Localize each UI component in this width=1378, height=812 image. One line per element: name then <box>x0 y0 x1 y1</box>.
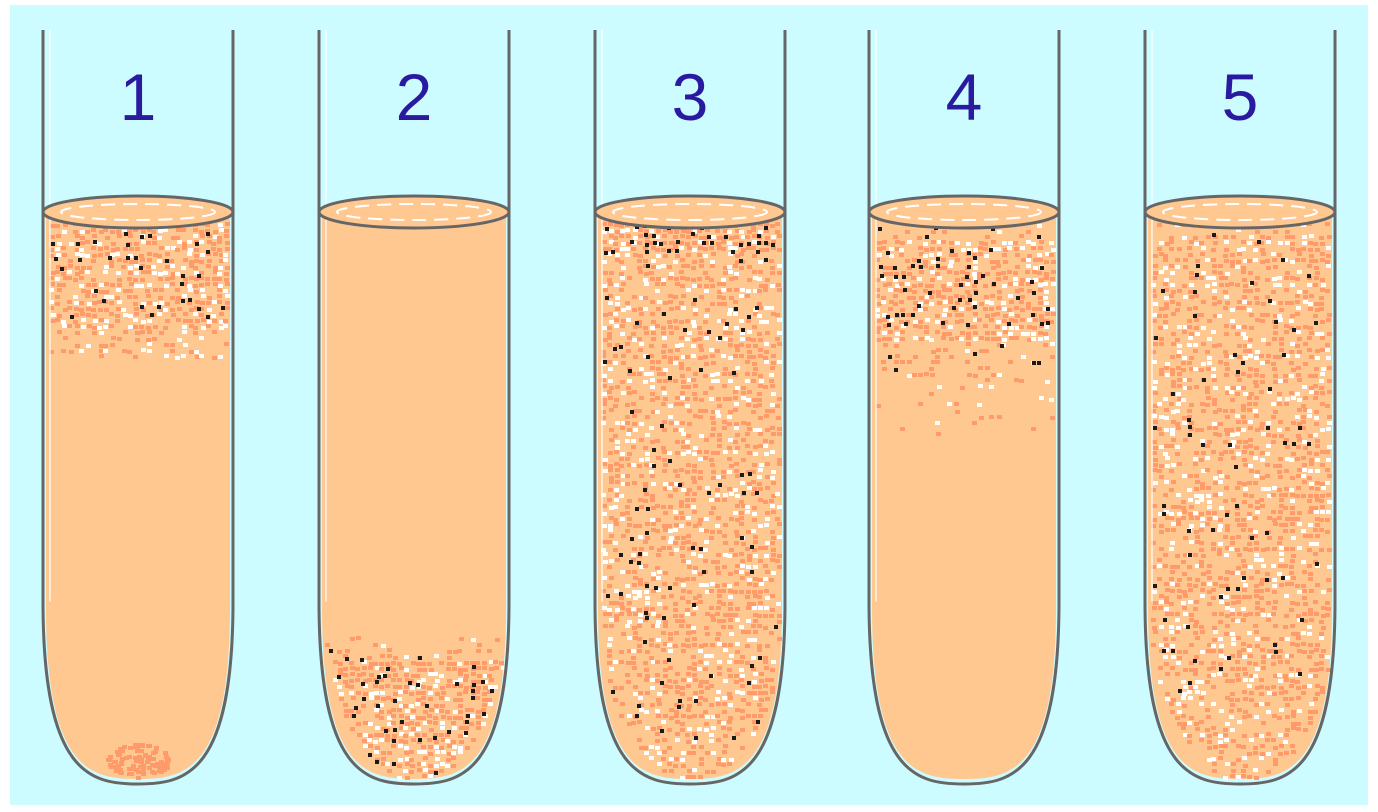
tube-label-1: 1 <box>120 60 157 134</box>
medium-surface-5 <box>1145 196 1335 228</box>
medium-surface-1 <box>43 196 233 228</box>
medium-surface-3 <box>595 196 785 228</box>
tube-label-5: 5 <box>1222 60 1259 134</box>
tube-label-2: 2 <box>396 60 433 134</box>
medium-surface-4 <box>869 196 1059 228</box>
tube-label-4: 4 <box>946 60 983 134</box>
medium-surface-2 <box>319 196 509 228</box>
tube-label-3: 3 <box>672 60 709 134</box>
